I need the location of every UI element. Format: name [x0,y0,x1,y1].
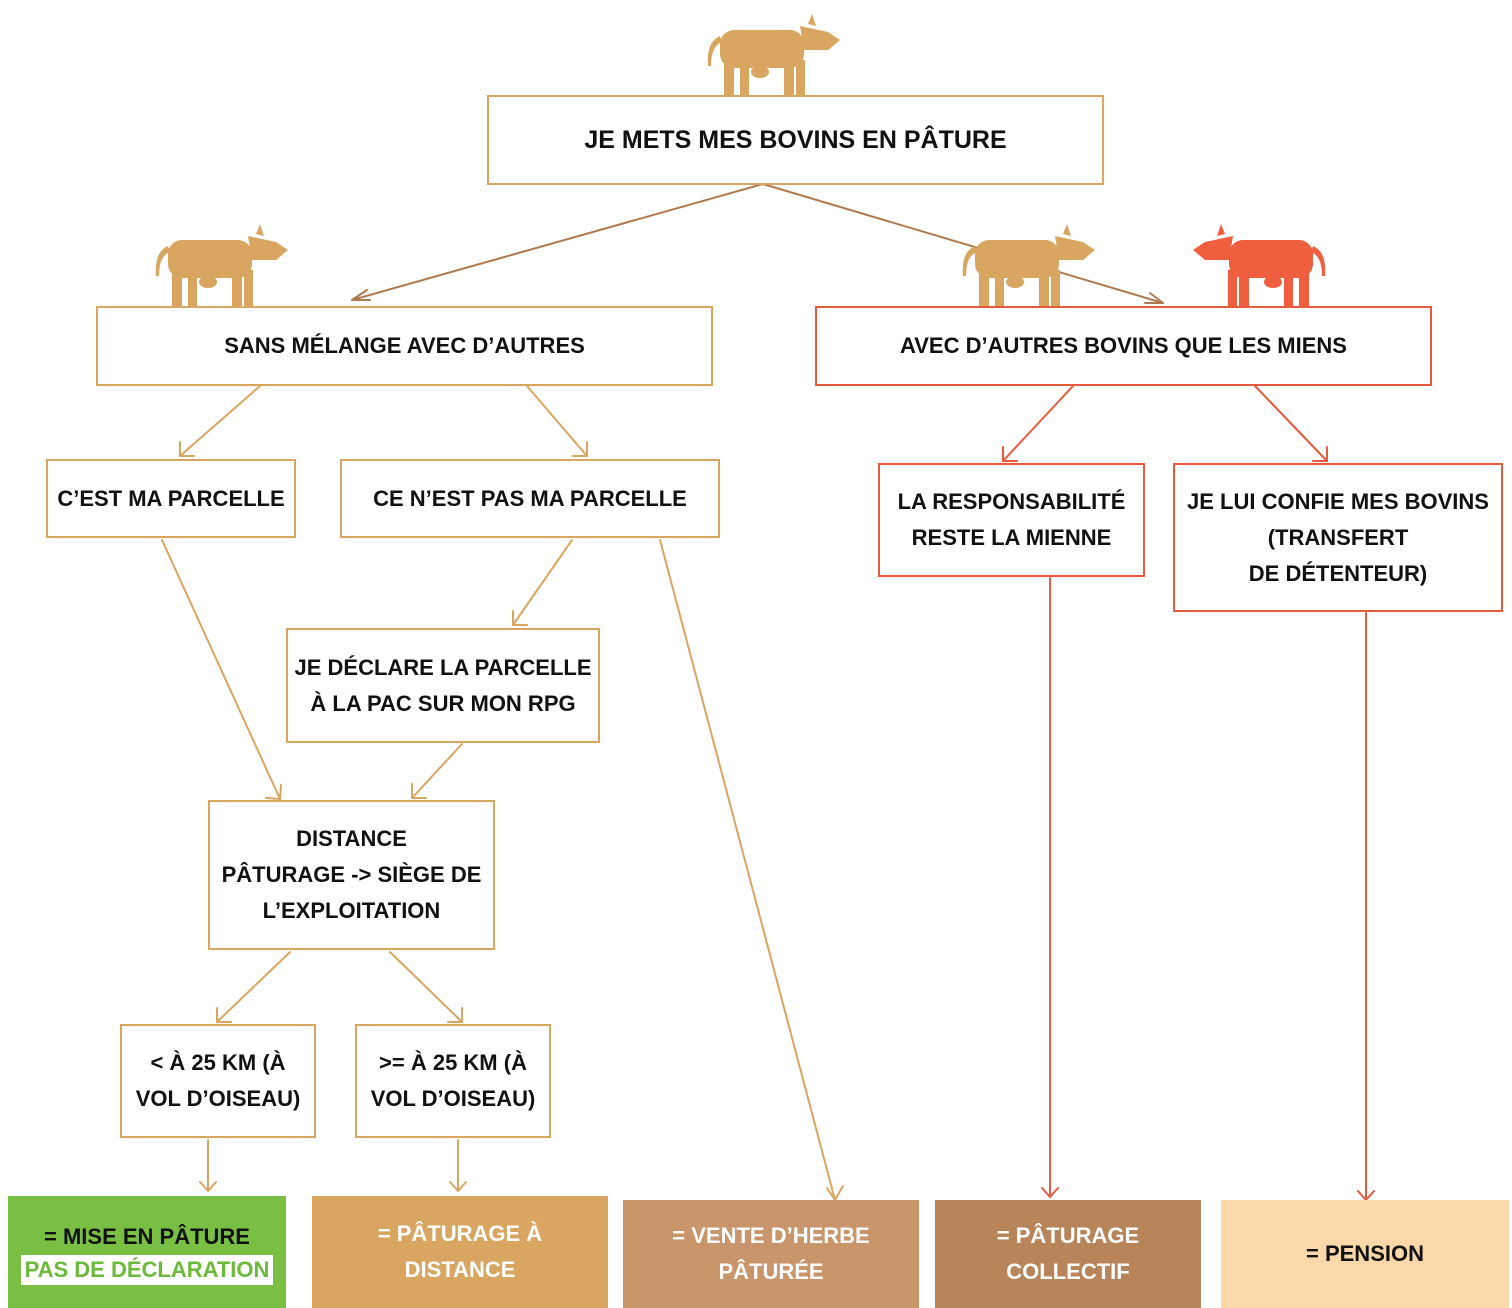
arrow-moins-25-to-mise-en-pature [199,1139,217,1192]
node-distance: DISTANCE PÂTURAGE -> SIÈGE DE L’EXPLOITA… [208,800,495,950]
result-paturage-distance: = PÂTURAGE À DISTANCE [312,1196,608,1308]
arrow-pas-ma-parcelle-to-declare [512,539,573,626]
arrow-root-to-sans-melange [351,183,764,301]
arrow-root-to-avec-autres [762,183,1164,304]
node-ma-parcelle: C’EST MA PARCELLE [46,459,296,538]
node-confie: JE LUI CONFIE MES BOVINS (TRANSFERT DE D… [1173,463,1503,612]
arrow-declare-to-distance [411,743,463,799]
arrow-confie-to-pension [1357,612,1375,1201]
node-declare-pac: JE DÉCLARE LA PARCELLE À LA PAC SUR MON … [286,628,600,743]
arrow-distance-to-moins-25 [216,951,291,1023]
result-paturage-collectif: = PÂTURAGE COLLECTIF [935,1200,1201,1308]
root-node: JE METS MES BOVINS EN PÂTURE [487,95,1104,185]
arrow-distance-to-plus-25 [389,951,463,1023]
node-plus-25: >= À 25 KM (À VOL D’OISEAU) [355,1024,551,1138]
result-mise-en-pature: = MISE EN PÂTURE PAS DE DÉCLARATION [8,1196,286,1308]
cow-icon [962,224,1095,306]
arrow-ma-parcelle-to-distance [161,539,282,800]
node-pas-ma-parcelle: CE N’EST PAS MA PARCELLE [340,459,720,538]
result-pas-de-declaration-label: PAS DE DÉCLARATION [20,1255,274,1285]
cow-icon [707,14,840,96]
arrow-pas-ma-parcelle-to-vente-herbe [659,539,844,1201]
result-pension: = PENSION [1221,1200,1509,1308]
node-avec-autres: AVEC D’AUTRES BOVINS QUE LES MIENS [815,306,1432,386]
arrow-sans-melange-to-ma-parcelle [179,385,261,457]
cow-icon [1193,224,1326,306]
arrow-plus-25-to-paturage-distance [449,1139,467,1192]
result-mise-en-pature-label: = MISE EN PÂTURE [44,1224,250,1249]
arrow-sans-melange-to-pas-ma-parcelle [526,385,588,457]
node-responsabilite: LA RESPONSABILITÉ RESTE LA MIENNE [878,463,1145,577]
arrow-responsabilite-to-paturage-collectif [1041,577,1059,1198]
cow-icon [155,224,288,306]
arrow-avec-autres-to-confie [1254,385,1328,462]
arrow-avec-autres-to-responsabilite [1002,385,1074,462]
result-vente-herbe: = VENTE D’HERBE PÂTURÉE [623,1200,919,1308]
node-moins-25: < À 25 KM (À VOL D’OISEAU) [120,1024,316,1138]
node-sans-melange: SANS MÉLANGE AVEC D’AUTRES [96,306,713,386]
